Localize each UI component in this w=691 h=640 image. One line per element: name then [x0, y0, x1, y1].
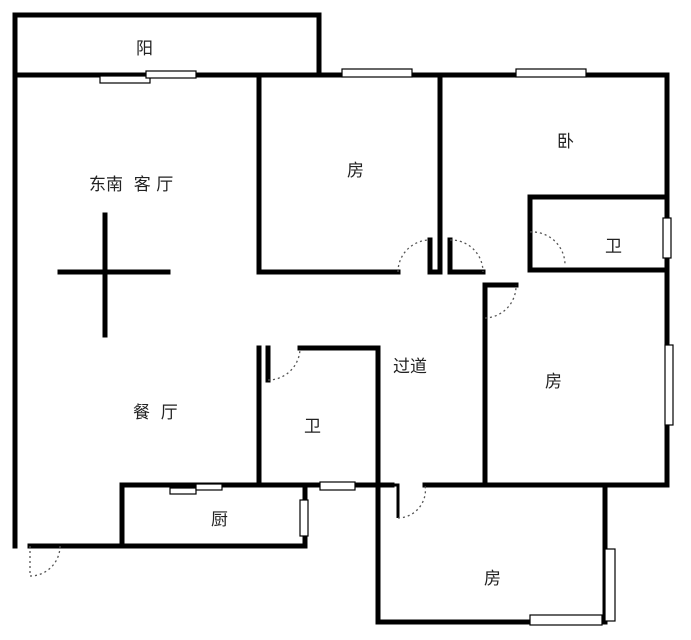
- room-label-master-bath: 卫: [605, 237, 622, 257]
- room-label-living-room: 东南 客 厅: [89, 175, 174, 195]
- room-label-bathroom: 卫: [304, 417, 321, 437]
- room-label-kitchen: 厨: [211, 510, 228, 530]
- room-label-bedroom-bottom: 房: [484, 569, 501, 589]
- walls: [12, 12, 670, 625]
- compass-cross: [57, 212, 171, 338]
- room-label-dining-room: 餐 厅: [133, 403, 178, 423]
- room-label-hallway: 过道: [393, 357, 427, 377]
- windows: [99, 68, 674, 626]
- door-swings: [29, 231, 566, 577]
- room-label-master-bedroom: 卧: [557, 132, 574, 152]
- room-label-bedroom-top: 房: [347, 161, 364, 181]
- room-label-balcony: 阳: [136, 39, 153, 59]
- room-label-bedroom-right: 房: [545, 372, 562, 392]
